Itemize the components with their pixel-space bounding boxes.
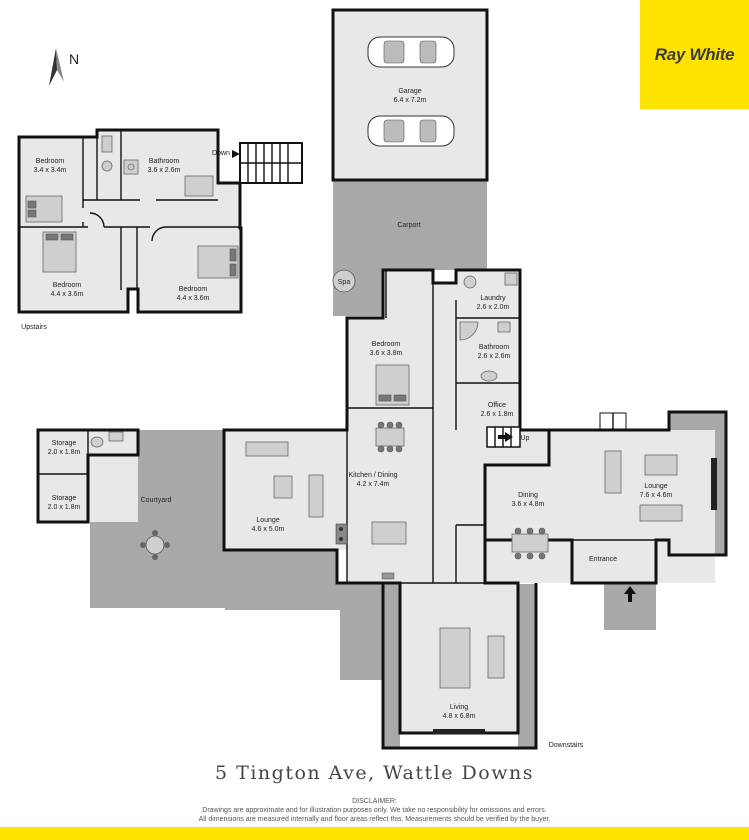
brand-logo: Ray White: [640, 0, 749, 109]
entrance-arrow-icon: [624, 586, 636, 602]
garage-size: 6.4 x 7.2m: [394, 97, 427, 104]
storage2-size: 2.0 x 1.8m: [48, 504, 81, 511]
laundry-size: 2.6 x 2.0m: [477, 304, 510, 311]
up-bathroom-size: 3.6 x 2.6m: [148, 167, 181, 174]
storage1-name: Storage: [52, 440, 77, 447]
disclaimer-title: DISCLAIMER:: [352, 798, 397, 805]
disclaimer-line1: Drawings are approximate and for illustr…: [202, 807, 547, 814]
laundry-name: Laundry: [480, 295, 506, 302]
dining-size: 3.6 x 4.8m: [512, 501, 545, 508]
storage1-size: 2.0 x 1.8m: [48, 449, 81, 456]
spa-icon: [332, 269, 356, 293]
spa-label: Spa: [338, 279, 351, 286]
footer-brand-bar: [0, 827, 749, 840]
stairs-up-label: Up: [521, 435, 530, 442]
up-bedroom2-size: 4.4 x 3.6m: [51, 291, 84, 298]
upstairs-label: Upstairs: [21, 324, 47, 331]
carport-name: Carport: [397, 222, 420, 229]
office-name: Office: [488, 402, 506, 409]
bedroom-name: Bedroom: [372, 341, 401, 348]
dining-name: Dining: [518, 492, 538, 499]
up-bedroom3-size: 4.4 x 3.6m: [177, 295, 210, 302]
car-icon: [367, 36, 455, 68]
garage-area: [333, 10, 487, 180]
disclaimer-line2: All dimensions are measured internally a…: [198, 816, 551, 823]
courtyard-area: [90, 430, 383, 608]
disclaimer: DISCLAIMER: Drawings are approximate and…: [0, 797, 749, 824]
carport-area: [333, 180, 487, 270]
office-size: 2.6 x 1.8m: [481, 411, 514, 418]
storage2-name: Storage: [52, 495, 77, 502]
kitchen-size: 4.2 x 7.4m: [357, 481, 390, 488]
up-bedroom1-size: 3.4 x 3.4m: [34, 167, 67, 174]
garage-name: Garage: [398, 88, 421, 95]
up-bedroom3-name: Bedroom: [179, 286, 208, 293]
courtyard-name: Courtyard: [141, 497, 172, 504]
bathroom-name: Bathroom: [479, 344, 510, 351]
living-size: 4.8 x 6.8m: [443, 713, 476, 720]
stairs-up-arrow-icon: [498, 432, 513, 442]
stairs-arrow-icon: [232, 150, 240, 158]
upstairs-plan: [17, 128, 303, 314]
downstairs-plan: [36, 268, 728, 750]
up-bathroom-name: Bathroom: [149, 158, 180, 165]
bedroom-size: 3.6 x 3.8m: [370, 350, 403, 357]
bathroom-size: 2.6 x 2.6m: [478, 353, 511, 360]
living-name: Living: [450, 704, 468, 711]
lounge-east-size: 7.6 x 4.6m: [640, 492, 673, 499]
brand-name: Ray White: [654, 44, 735, 64]
stairs-down-label: Down: [212, 150, 230, 157]
north-arrow-icon: N: [49, 48, 79, 86]
up-bedroom1-name: Bedroom: [36, 158, 65, 165]
property-address: 5 Tington Ave, Wattle Downs: [215, 762, 534, 784]
upstairs-stairs: [232, 142, 303, 184]
compass-label: N: [69, 51, 79, 67]
lounge-west-name: Lounge: [256, 517, 279, 524]
car-icon: [367, 115, 455, 147]
kitchen-name: Kitchen / Dining: [348, 472, 397, 479]
downstairs-label: Downstairs: [549, 742, 584, 749]
lounge-east-name: Lounge: [644, 483, 667, 490]
entrance-name: Entrance: [589, 556, 617, 563]
lounge-west-size: 4.6 x 5.0m: [252, 526, 285, 533]
up-bedroom2-name: Bedroom: [53, 282, 82, 289]
